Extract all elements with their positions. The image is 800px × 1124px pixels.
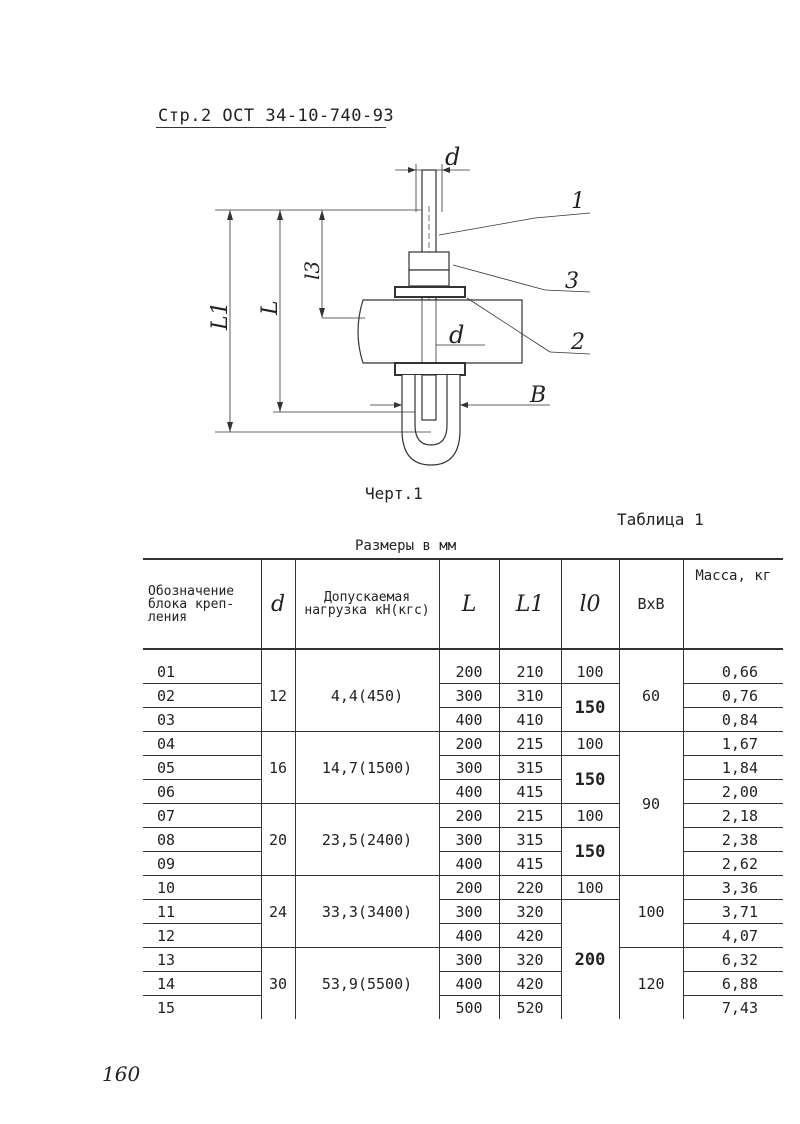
support-plate xyxy=(357,299,523,364)
washer xyxy=(394,286,466,298)
label-2: 2 xyxy=(570,330,585,355)
table-row: 11 300 320 200 3,71 xyxy=(143,899,783,1019)
label-L1: L1 xyxy=(208,301,233,331)
header-bxb: BxB xyxy=(618,558,684,650)
table-row: 05 300 315 150 1,84 xyxy=(143,755,783,804)
technical-drawing: d d 1 3 2 B L L1 l3 xyxy=(208,143,591,466)
label-d-top: d xyxy=(445,143,460,171)
label-3: 3 xyxy=(565,269,579,294)
table-row: 14 400 420 6,88 xyxy=(143,971,783,996)
header-underline xyxy=(156,127,386,128)
table-row: 08 300 315 150 2,38 xyxy=(143,827,783,876)
header-load: Допускаемая нагрузка кН(кгс) xyxy=(294,558,440,650)
page-header: Стр.2 ОСТ 34-10-740-93 xyxy=(158,106,395,126)
label-1: 1 xyxy=(571,189,585,214)
units-caption: Размеры в мм xyxy=(355,538,457,554)
header-code: Обозначение блока креп-ления xyxy=(143,558,262,650)
header-mass: Масса, кг xyxy=(682,558,783,650)
label-d-mid: d xyxy=(449,321,464,349)
header-L1: L1 xyxy=(498,558,562,650)
figure-caption: Черт.1 xyxy=(365,484,423,503)
table-header-row: Обозначение блока креп-ления d Допускаем… xyxy=(143,558,783,650)
nut-lower xyxy=(408,269,450,287)
table-row: 15 500 520 7,43 xyxy=(143,995,783,1019)
label-B: B xyxy=(529,383,546,408)
table-row: 10 24 33,3(3400) 200 220 100 100 3,36 xyxy=(143,875,783,948)
table-row: 06 400 415 2,00 xyxy=(143,779,783,804)
table-caption: Таблица 1 xyxy=(617,510,704,529)
table-row: 12 400 420 4,07 xyxy=(143,923,783,948)
header-d: d xyxy=(260,558,296,650)
table-row: 01 12 4,4(450) 200 210 100 60 0,66 xyxy=(143,660,783,732)
label-l3: l3 xyxy=(300,261,324,280)
table-row: 02 300 310 150 0,76 xyxy=(143,683,783,732)
table-row: 03 400 410 0,84 xyxy=(143,707,783,732)
dimensions-table: Обозначение блока креп-ления d Допускаем… xyxy=(143,558,783,1019)
page-number: 160 xyxy=(102,1062,141,1086)
table-row: 04 16 14,7(1500) 200 215 100 90 1,67 xyxy=(143,731,783,876)
table-row: 09 400 415 2,62 xyxy=(143,851,783,876)
table-row: 13 30 53,9(5500) 300 320 120 6,32 xyxy=(143,947,783,1019)
header-l0: l0 xyxy=(560,558,620,650)
label-L: L xyxy=(258,300,283,316)
header-L: L xyxy=(438,558,500,650)
lower-washer xyxy=(394,362,466,376)
nut-upper xyxy=(408,251,450,271)
table-row: 07 20 23,5(2400) 200 215 100 2,18 xyxy=(143,803,783,876)
